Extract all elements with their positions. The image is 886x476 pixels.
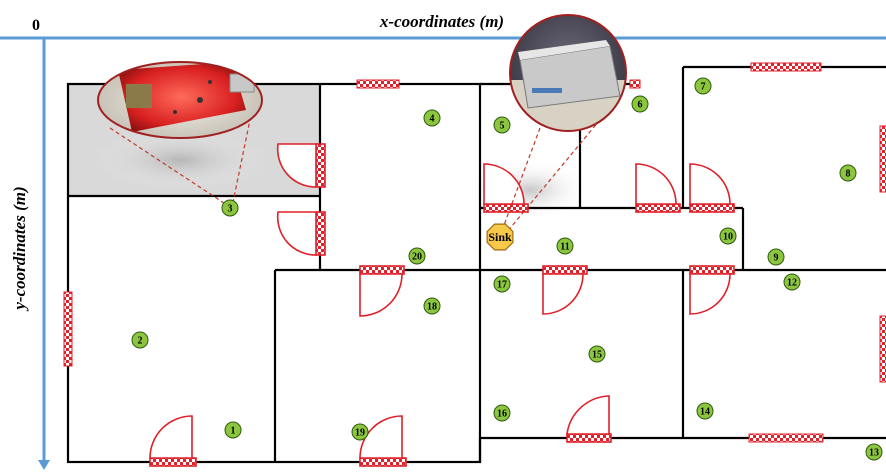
y-axis-arrow-icon	[38, 460, 50, 470]
sensor-node-marker	[493, 275, 511, 293]
doors	[149, 143, 735, 467]
sensor-node-label: 8	[846, 169, 851, 180]
sensor-node-label: 13	[869, 448, 879, 459]
door	[542, 265, 588, 315]
sensor-node-label: 20	[412, 252, 422, 263]
sink-label: Sink	[488, 230, 512, 244]
sensor-node-label: 2	[138, 336, 143, 347]
sensor-node-8: 8	[839, 164, 857, 182]
sensor-node-9: 9	[767, 248, 785, 266]
window	[356, 79, 400, 89]
sensor-board-photo	[97, 61, 263, 139]
window	[748, 433, 824, 443]
sensor-node-7: 7	[694, 77, 712, 95]
window	[629, 79, 641, 89]
sensor-node-label: 16	[497, 409, 507, 420]
sensor-node-label: 15	[592, 350, 602, 361]
sensor-node-label: 3	[228, 204, 233, 215]
sensor-node-14: 14	[696, 402, 714, 420]
sensor-node-label: 10	[723, 232, 733, 243]
window	[879, 315, 886, 383]
sensor-node-3: 3	[221, 199, 239, 217]
x-axis-label: x-coordinates (m)	[379, 12, 504, 31]
sensor-node-marker	[493, 404, 511, 422]
sensor-node-5: 5	[493, 116, 511, 134]
door	[276, 211, 326, 256]
sensor-node-marker	[865, 443, 883, 461]
sensor-node-label: 18	[427, 302, 437, 313]
axes: 0 x-coordinates (m) y-coordinates (m)	[0, 12, 886, 470]
sensor-node-marker	[423, 297, 441, 315]
door	[149, 415, 197, 467]
sensor-node-label: 11	[560, 242, 569, 253]
sensor-node-marker	[694, 77, 712, 95]
sensor-node-17: 17	[493, 275, 511, 293]
sensor-node-18: 18	[423, 297, 441, 315]
sensor-node-marker	[556, 237, 574, 255]
sensor-node-label: 9	[774, 253, 779, 264]
window	[63, 291, 73, 367]
sensor-node-marker	[719, 227, 737, 245]
sensor-node-marker	[351, 423, 369, 441]
sensor-node-marker	[696, 402, 714, 420]
sensor-node-label: 6	[638, 100, 643, 111]
origin-label: 0	[32, 17, 40, 34]
door	[689, 163, 735, 213]
window	[750, 62, 822, 72]
door	[689, 265, 735, 315]
sensor-node-19: 19	[351, 423, 369, 441]
sensor-node-4: 4	[423, 109, 441, 127]
sensor-node-label: 7	[701, 82, 706, 93]
sensor-node-marker	[493, 116, 511, 134]
sensor-node-13: 13	[865, 443, 883, 461]
sensor-node-marker	[783, 273, 801, 291]
sensor-node-6: 6	[631, 95, 649, 113]
door	[483, 163, 529, 213]
sensor-node-label: 14	[700, 407, 710, 418]
sensor-node-label: 19	[355, 428, 365, 439]
sensor-node-label: 12	[787, 278, 797, 289]
door	[359, 265, 405, 317]
door	[276, 143, 326, 188]
window	[879, 125, 886, 193]
sensor-node-label: 5	[500, 121, 505, 132]
sensor-node-11: 11	[556, 237, 574, 255]
sensor-node-label: 4	[430, 114, 435, 125]
sensor-node-marker	[839, 164, 857, 182]
sensor-node-16: 16	[493, 404, 511, 422]
sensor-node-label: 1	[231, 426, 236, 437]
sensor-node-marker	[408, 247, 426, 265]
sensor-node-2: 2	[131, 331, 149, 349]
y-axis-label: y-coordinates (m)	[10, 186, 29, 311]
sensor-node-1: 1	[224, 421, 242, 439]
sensor-node-10: 10	[719, 227, 737, 245]
sensor-node-marker	[767, 248, 785, 266]
sensor-node-15: 15	[588, 345, 606, 363]
door	[566, 395, 612, 443]
sensor-node-marker	[631, 95, 649, 113]
sensor-node-marker	[224, 421, 242, 439]
sensor-node-label: 17	[497, 280, 507, 291]
sensor-node-20: 20	[408, 247, 426, 265]
sensor-node-marker	[221, 199, 239, 217]
gateway-device-photo	[509, 14, 627, 132]
door	[359, 415, 407, 467]
windows	[63, 62, 886, 443]
sensor-node-marker	[423, 109, 441, 127]
sensor-node-marker	[131, 331, 149, 349]
sensor-node-12: 12	[783, 273, 801, 291]
door	[635, 163, 681, 213]
sensor-node-marker	[588, 345, 606, 363]
sink-node: Sink	[486, 223, 514, 251]
